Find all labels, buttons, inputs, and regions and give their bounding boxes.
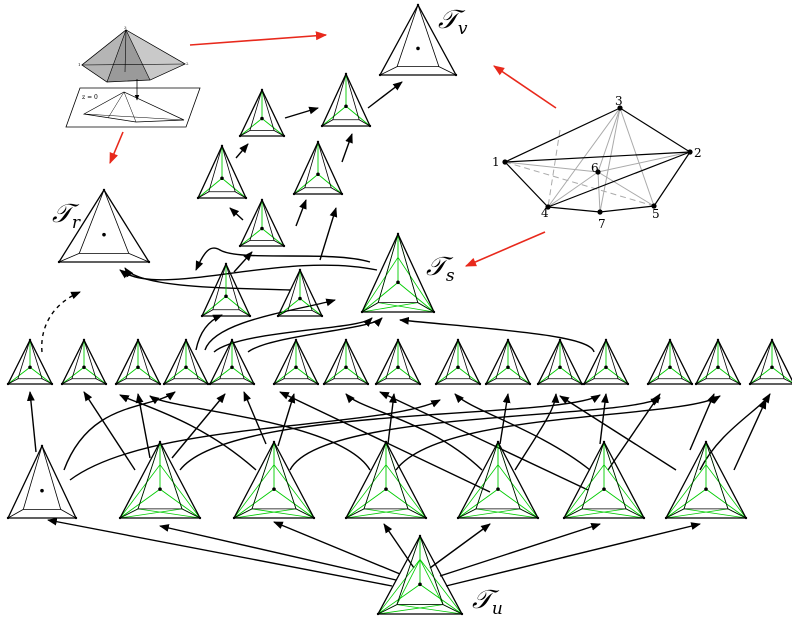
triangulation-node — [272, 338, 320, 386]
triangulation-node — [232, 440, 316, 520]
triangulation-node — [376, 534, 464, 616]
triangulation-nodes — [6, 3, 792, 616]
label-tu: 𝒯u — [472, 585, 503, 619]
triangulation-node — [57, 188, 151, 264]
triangulation-node — [360, 232, 436, 314]
flip-edges — [26, 81, 771, 587]
triangulation-node — [114, 338, 162, 386]
vertex-label-4: 4 — [541, 206, 549, 220]
triangulation-node — [320, 72, 372, 128]
triangulation-node — [322, 338, 370, 386]
triangulation-node — [196, 144, 248, 200]
vertex-label-7: 7 — [598, 217, 606, 231]
triangulation-node — [664, 440, 748, 520]
triangulation-node — [582, 338, 630, 386]
vertex-label-2: 2 — [694, 146, 702, 160]
label-tv: 𝒯v — [438, 5, 468, 39]
triangulation-node — [200, 262, 252, 318]
vertex-label-6: 6 — [591, 161, 599, 175]
triangulation-node — [694, 338, 742, 386]
vertex-label-3: 3 — [615, 94, 623, 108]
triangulation-node — [276, 268, 324, 318]
vertex-label-5: 5 — [652, 207, 660, 221]
svg-text:3: 3 — [124, 25, 127, 30]
triangulation-node — [162, 338, 210, 386]
label-tr: 𝒯r — [52, 199, 81, 233]
triangulation-node — [456, 440, 540, 520]
projection-caption: z = 0 — [82, 94, 98, 101]
triangulation-node — [238, 198, 286, 248]
triangulation-node — [6, 444, 78, 520]
triangulation-node — [484, 338, 532, 386]
triangulation-node — [238, 88, 286, 138]
triangulation-node — [60, 338, 108, 386]
triangulation-node — [748, 338, 792, 386]
lifted-polytope-figure: 3 1 2 z = 0 — [65, 25, 201, 128]
triangulation-node — [344, 440, 428, 520]
triangulation-node — [6, 338, 54, 386]
secondary-polytope: 1 2 3 4 5 6 7 — [492, 94, 702, 231]
triangulation-node — [434, 338, 482, 386]
triangulation-node — [292, 140, 344, 196]
label-ts: 𝒯s — [426, 252, 455, 286]
triangulation-node — [374, 338, 422, 386]
triangulation-node — [208, 338, 256, 386]
triangulation-node — [646, 338, 694, 386]
svg-text:2: 2 — [186, 61, 189, 66]
vertex-label-1: 1 — [492, 155, 500, 169]
triangulation-node — [562, 440, 646, 520]
triangulation-node — [378, 3, 458, 77]
triangulation-node — [118, 440, 202, 520]
projection-arrows — [109, 31, 557, 267]
svg-text:1: 1 — [78, 62, 81, 67]
triangulation-node — [536, 338, 584, 386]
